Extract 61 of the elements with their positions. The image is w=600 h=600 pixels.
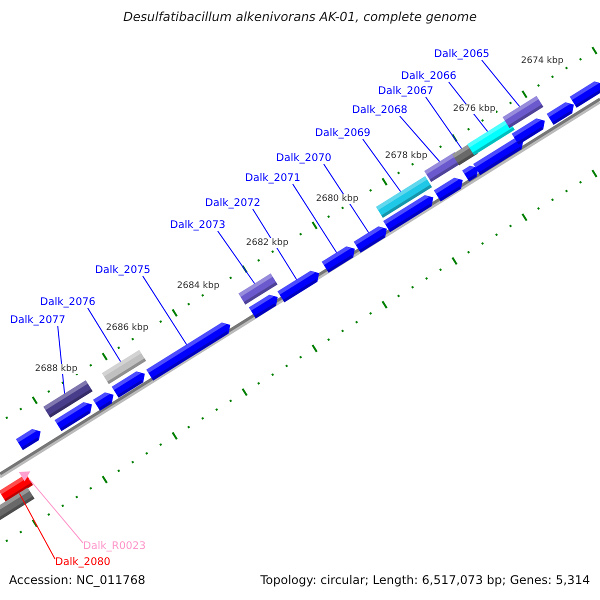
gene-label: Dalk_2077 <box>10 314 66 326</box>
gene-feature <box>512 118 545 145</box>
gene-feature <box>112 371 145 398</box>
gene-feature <box>502 96 544 128</box>
title: Desulfatibacillum alkenivorans AK-01, complete genome <box>122 10 478 24</box>
scale-label: 2684 kbp <box>176 281 220 292</box>
leader-line <box>28 478 84 544</box>
footer-text: Topology: circular; Length: 6,517,073 bp; Genes: 5,314 <box>260 574 590 588</box>
gene-feature <box>102 350 146 384</box>
gene-label: Dalk_2073 <box>170 219 226 232</box>
gene-feature <box>570 81 600 108</box>
scale-label: 2678 kbp <box>384 151 428 162</box>
gene-label: Dalk_2080 <box>55 556 110 568</box>
leader-line <box>87 308 122 362</box>
gene-feature <box>354 226 387 253</box>
leader-line <box>425 96 462 149</box>
gene-feature <box>467 118 515 156</box>
gene-feature <box>16 429 41 450</box>
leader-line <box>18 493 56 560</box>
gene-label: Dalk_2075 <box>95 264 150 276</box>
gene-feature <box>93 392 114 411</box>
scale-label: 2676 kbp <box>452 104 496 114</box>
gene-feature <box>238 273 278 305</box>
leader-line <box>292 184 338 253</box>
leader-line <box>323 164 370 233</box>
scale-label: 2688 kbp <box>34 364 78 374</box>
gene-feature <box>462 166 478 182</box>
leader-line <box>217 230 256 284</box>
gene-feature <box>473 138 524 176</box>
gene-feature <box>248 294 278 318</box>
gene-feature <box>376 176 432 218</box>
gene-label: Dalk_2076 <box>40 296 96 308</box>
leader-line <box>481 60 520 107</box>
gene-feature <box>322 246 355 273</box>
scale-label: 2682 kbp <box>245 238 290 248</box>
scale-label: 2674 kbp <box>520 56 564 66</box>
gene-feature <box>43 380 93 418</box>
leader-line <box>362 138 402 192</box>
gene-feature <box>546 102 574 125</box>
scale-label: 2686 kbp <box>105 323 150 334</box>
gene-label: Dalk_2065 <box>434 48 490 60</box>
leader-line <box>252 208 298 280</box>
gene-feature <box>54 402 92 432</box>
gene-label: Dalk_2068 <box>352 104 408 116</box>
gene-label: Dalk_2071 <box>245 172 300 184</box>
gene-feature <box>146 322 230 381</box>
gene-feature <box>277 270 320 302</box>
gene-label: Dalk_2069 <box>315 127 370 140</box>
gene-feature <box>434 178 463 202</box>
gene-feature <box>0 474 34 502</box>
scale-label: 2680 kbp <box>315 194 360 204</box>
footer-text: Accession: NC_011768 <box>9 574 146 588</box>
gene-label: Dalk_2066 <box>401 70 456 82</box>
gene-label: Dalk_2067 <box>378 85 434 98</box>
gene-label: Dalk_2070 <box>276 152 332 164</box>
gene-label: Dalk_2072 <box>205 197 260 210</box>
gene-label: Dalk_R0023 <box>83 540 146 552</box>
gene-feature <box>383 195 434 232</box>
leader-line <box>142 276 188 345</box>
gene-feature <box>0 488 35 522</box>
leader-line <box>399 116 440 162</box>
